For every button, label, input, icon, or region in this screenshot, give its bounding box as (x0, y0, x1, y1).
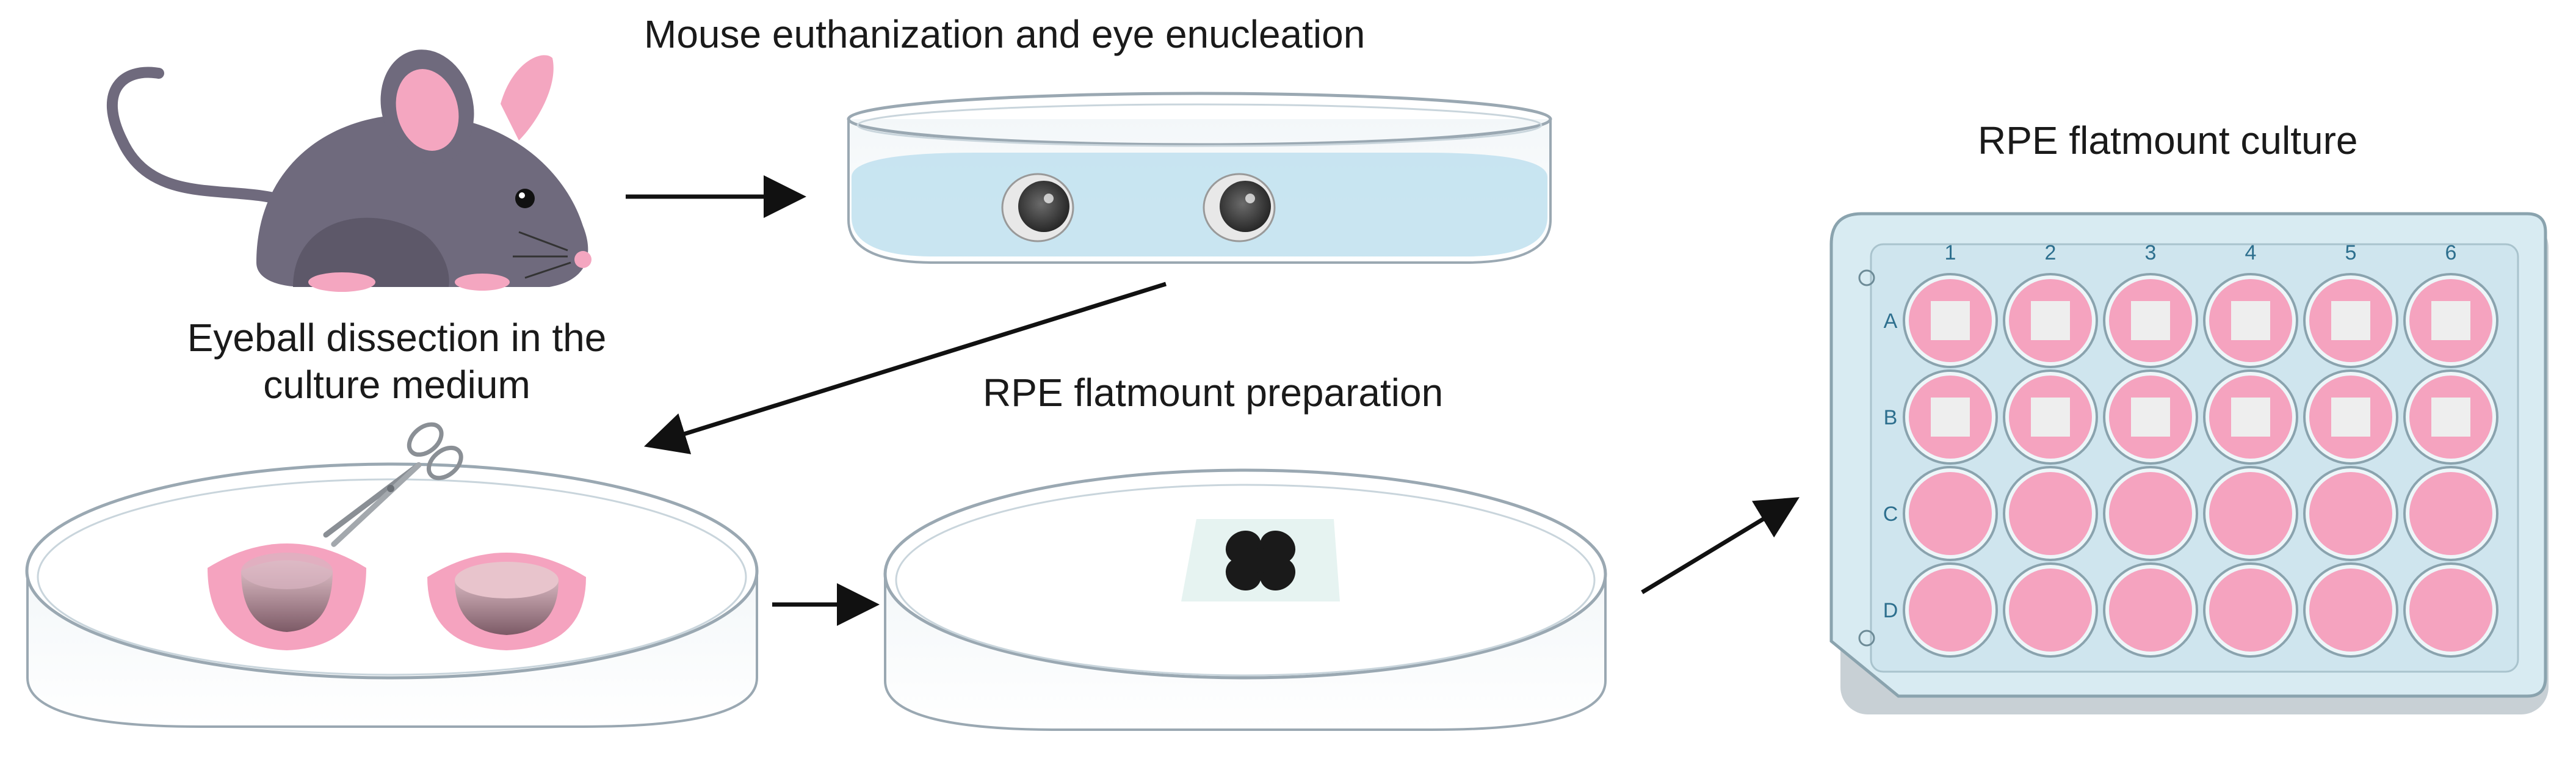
well-D6 (2409, 568, 2492, 652)
row-label-A: A (1884, 310, 1898, 333)
row-label-D: D (1883, 599, 1898, 622)
well-C6 (2409, 472, 2492, 555)
flatmount-icon (1181, 519, 1340, 601)
column-label-2: 2 (2045, 241, 2057, 264)
well-D4 (2209, 568, 2292, 652)
flatmount-icon (2331, 398, 2370, 437)
flatmount-icon (1931, 301, 1970, 340)
flatmount-icon (2431, 301, 2470, 340)
step2-title-line2: culture medium (263, 362, 530, 407)
column-label-6: 6 (2445, 241, 2457, 264)
flatmount-icon (2131, 301, 2170, 340)
scissors-icon (323, 422, 463, 547)
flatmount-icon (2131, 398, 2170, 437)
column-label-3: 3 (2145, 241, 2157, 264)
step2-title-line1: Eyeball dissection in the (187, 316, 607, 360)
step4-title: RPE flatmount culture (1978, 118, 2358, 162)
well-plate-icon: 1 2 3 4 5 6A B C D (1829, 212, 2549, 714)
well-C2 (2009, 472, 2092, 555)
step1-title: Mouse euthanization and eye enucleation (644, 12, 1366, 56)
row-label-B: B (1884, 406, 1898, 429)
flatmount-icon (2231, 398, 2270, 437)
well-C5 (2309, 472, 2392, 555)
step2-title: Eyeball dissection in the culture medium (104, 314, 690, 409)
column-label-5: 5 (2345, 241, 2357, 264)
well-D2 (2009, 568, 2092, 652)
step3-title: RPE flatmount preparation (983, 371, 1444, 415)
well-grid: 1 2 3 4 5 6A B C D (1883, 241, 2498, 658)
eyeball-icon (1001, 173, 1074, 242)
eyeball-icon (427, 553, 586, 650)
petri-dish-icon (847, 92, 1552, 264)
flatmount-icon (2031, 398, 2070, 437)
well-D5 (2309, 568, 2392, 652)
eyeball-icon (1203, 173, 1276, 242)
column-label-4: 4 (2245, 241, 2257, 264)
well-D3 (2109, 568, 2192, 652)
column-label-1: 1 (1945, 241, 1956, 264)
well-C4 (2209, 472, 2292, 555)
mouse-icon (106, 49, 592, 292)
flatmount-icon (2431, 398, 2470, 437)
arrow-icon (1641, 497, 1800, 594)
well-C1 (1909, 472, 1992, 555)
eyeball-icon (208, 543, 366, 650)
petri-dish-icon (25, 462, 759, 728)
flatmount-icon (2031, 301, 2070, 340)
row-label-C: C (1883, 503, 1898, 526)
well-D1 (1909, 568, 1992, 652)
flatmount-icon (2231, 301, 2270, 340)
arrow-icon (643, 282, 1167, 454)
flatmount-icon (2331, 301, 2370, 340)
well-C3 (2109, 472, 2192, 555)
flatmount-icon (1931, 398, 1970, 437)
